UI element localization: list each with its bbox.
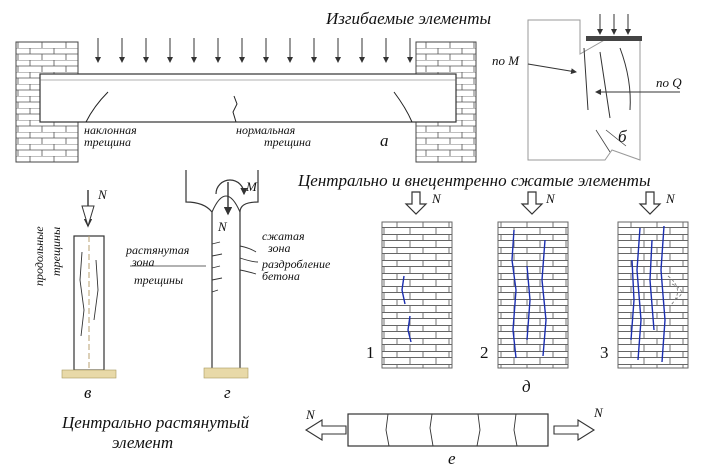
inclined-crack-label: наклонная — [84, 123, 137, 137]
tension-zone-label-2: зона — [132, 255, 155, 269]
tension-force-left: N — [306, 407, 315, 422]
column-v-force: N — [98, 187, 107, 202]
column-g-moment: M — [246, 179, 257, 194]
masonry-cracks — [401, 225, 666, 363]
masonry-figure — [381, 191, 689, 369]
letter-e: е — [448, 449, 456, 468]
distributed-load-arrows — [95, 38, 413, 63]
by-m-label: по М — [492, 53, 520, 68]
tension-arrow-left — [304, 419, 347, 441]
masonry-force-1: N — [432, 191, 441, 206]
comp-zone-label-2: зона — [268, 241, 291, 255]
tension-zone-label: растянутая — [126, 243, 190, 257]
masonry-column-1 — [381, 221, 453, 369]
title-compressed: Центрально и внецентренно сжатые элемент… — [298, 171, 651, 190]
column-g-figure — [130, 170, 259, 379]
tension-figure — [304, 413, 596, 447]
letter-g: г — [224, 383, 231, 402]
crush-label: раздробление — [262, 257, 331, 271]
moment-arrow — [215, 179, 248, 196]
letter-b: б — [618, 127, 627, 146]
letter-a: а — [380, 131, 389, 150]
stage-label-2: 2 — [480, 343, 489, 362]
column-g-force: N — [218, 219, 227, 234]
beam-body — [39, 73, 457, 123]
long-cracks-label-2: трещины — [49, 226, 63, 276]
masonry-force-2: N — [546, 191, 555, 206]
normal-crack-label-2: трещина — [264, 135, 312, 149]
beam-figure — [15, 38, 477, 163]
letter-d: д — [522, 377, 531, 396]
detail-b-figure — [527, 14, 680, 161]
inclined-crack-right — [393, 91, 413, 123]
masonry-force-3: N — [666, 191, 675, 206]
comp-zone-label: сжатая — [262, 229, 305, 243]
cracks-label: трещины — [134, 273, 184, 287]
inclined-crack-left — [85, 91, 109, 123]
inclined-crack-label-2: трещина — [84, 135, 132, 149]
by-q-label: по Q — [656, 75, 682, 90]
column-v-figure — [61, 190, 117, 379]
long-cracks-label: продольные — [32, 226, 46, 286]
masonry-column-3 — [617, 221, 689, 369]
crush-label-2: бетона — [262, 269, 300, 283]
tension-arrow-right — [553, 419, 596, 441]
tension-force-right: N — [594, 405, 603, 420]
title-tension-line2: элемент — [112, 433, 174, 452]
title-bending: Изгибаемые элементы — [326, 9, 492, 28]
normal-crack-label: нормальная — [236, 123, 296, 137]
by-m-pointer — [527, 63, 577, 75]
normal-crack — [232, 95, 238, 123]
stage-label-1: 1 — [366, 343, 375, 362]
stage-label-3: 3 — [600, 343, 609, 362]
masonry-column-2 — [497, 221, 569, 369]
title-tension-line1: Центрально растянутый — [62, 413, 250, 432]
letter-v: в — [84, 383, 92, 402]
masonry-force-arrows — [404, 191, 662, 215]
